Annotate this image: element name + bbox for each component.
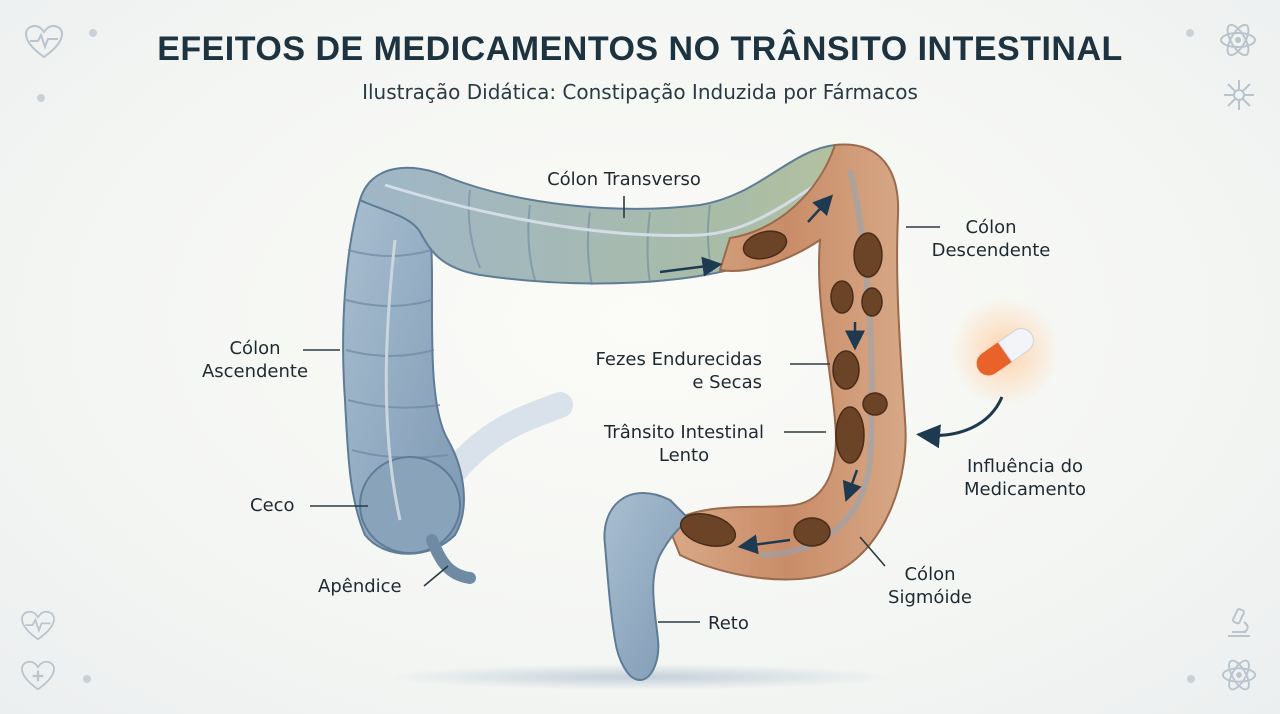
atom-icon bbox=[1221, 659, 1257, 691]
medication-arrow bbox=[916, 396, 1004, 449]
dot-icon bbox=[1186, 29, 1194, 37]
heart-pulse-icon bbox=[24, 24, 64, 59]
cecum-bulge bbox=[359, 456, 461, 554]
page-title: EFEITOS DE MEDICAMENTOS NO TRÂNSITO INTE… bbox=[157, 30, 1123, 68]
label-slow-transit-line1: Trânsito Intestinal bbox=[603, 422, 765, 443]
label-medication-line1: Influência do bbox=[966, 456, 1084, 477]
appendix-shape bbox=[426, 534, 476, 584]
rectum bbox=[603, 491, 692, 682]
label-descending-colon-line2: Descendente bbox=[931, 240, 1051, 261]
label-transverse-colon: Cólon Transverso bbox=[547, 169, 701, 190]
label-ascending-colon-line1: Cólon bbox=[229, 338, 281, 359]
leader-lines bbox=[303, 196, 940, 623]
molecule-icon bbox=[1224, 80, 1254, 110]
descending-colon bbox=[666, 143, 907, 581]
label-appendix: Apêndice bbox=[318, 576, 402, 597]
heart-pulse-icon bbox=[21, 610, 55, 641]
label-ascending-colon-line2: Ascendente bbox=[201, 361, 309, 382]
capsule-icon bbox=[976, 328, 1034, 376]
heart-plus-icon bbox=[21, 660, 55, 691]
microscope-icon bbox=[1228, 608, 1250, 637]
label-hard-stool: Fezes Endurecidas e Secas bbox=[570, 348, 763, 394]
dot-icon bbox=[89, 29, 97, 37]
label-descending-colon: Cólon Descendente bbox=[916, 216, 1066, 262]
label-hard-stool-line1: Fezes Endurecidas bbox=[595, 349, 763, 370]
label-descending-colon-line1: Cólon bbox=[965, 217, 1017, 238]
dot-icon bbox=[37, 94, 45, 102]
ileum-segment bbox=[442, 392, 573, 483]
flow-arrows bbox=[659, 194, 865, 555]
label-hard-stool-line2: e Secas bbox=[692, 372, 762, 393]
dot-icon bbox=[83, 675, 91, 683]
label-slow-transit-line2: Lento bbox=[658, 445, 710, 466]
dot-icon bbox=[1187, 675, 1195, 683]
label-ascending-colon: Cólon Ascendente bbox=[188, 337, 322, 383]
hard-stool-pieces bbox=[679, 230, 888, 547]
label-sigmoid-line1: Cólon bbox=[904, 564, 956, 585]
label-slow-transit: Trânsito Intestinal Lento bbox=[586, 421, 782, 467]
page-subtitle: Ilustração Didática: Constipação Induzid… bbox=[362, 80, 918, 104]
label-sigmoid-line2: Sigmóide bbox=[888, 587, 972, 608]
atom-icon bbox=[1220, 23, 1256, 57]
label-cecum: Ceco bbox=[250, 495, 295, 516]
label-medication-line2: Medicamento bbox=[963, 479, 1087, 500]
label-sigmoid-colon: Cólon Sigmóide bbox=[872, 563, 988, 609]
label-rectum: Reto bbox=[708, 613, 749, 634]
label-medication-influence: Influência do Medicamento bbox=[944, 455, 1106, 501]
haustra-transverse bbox=[467, 189, 713, 286]
